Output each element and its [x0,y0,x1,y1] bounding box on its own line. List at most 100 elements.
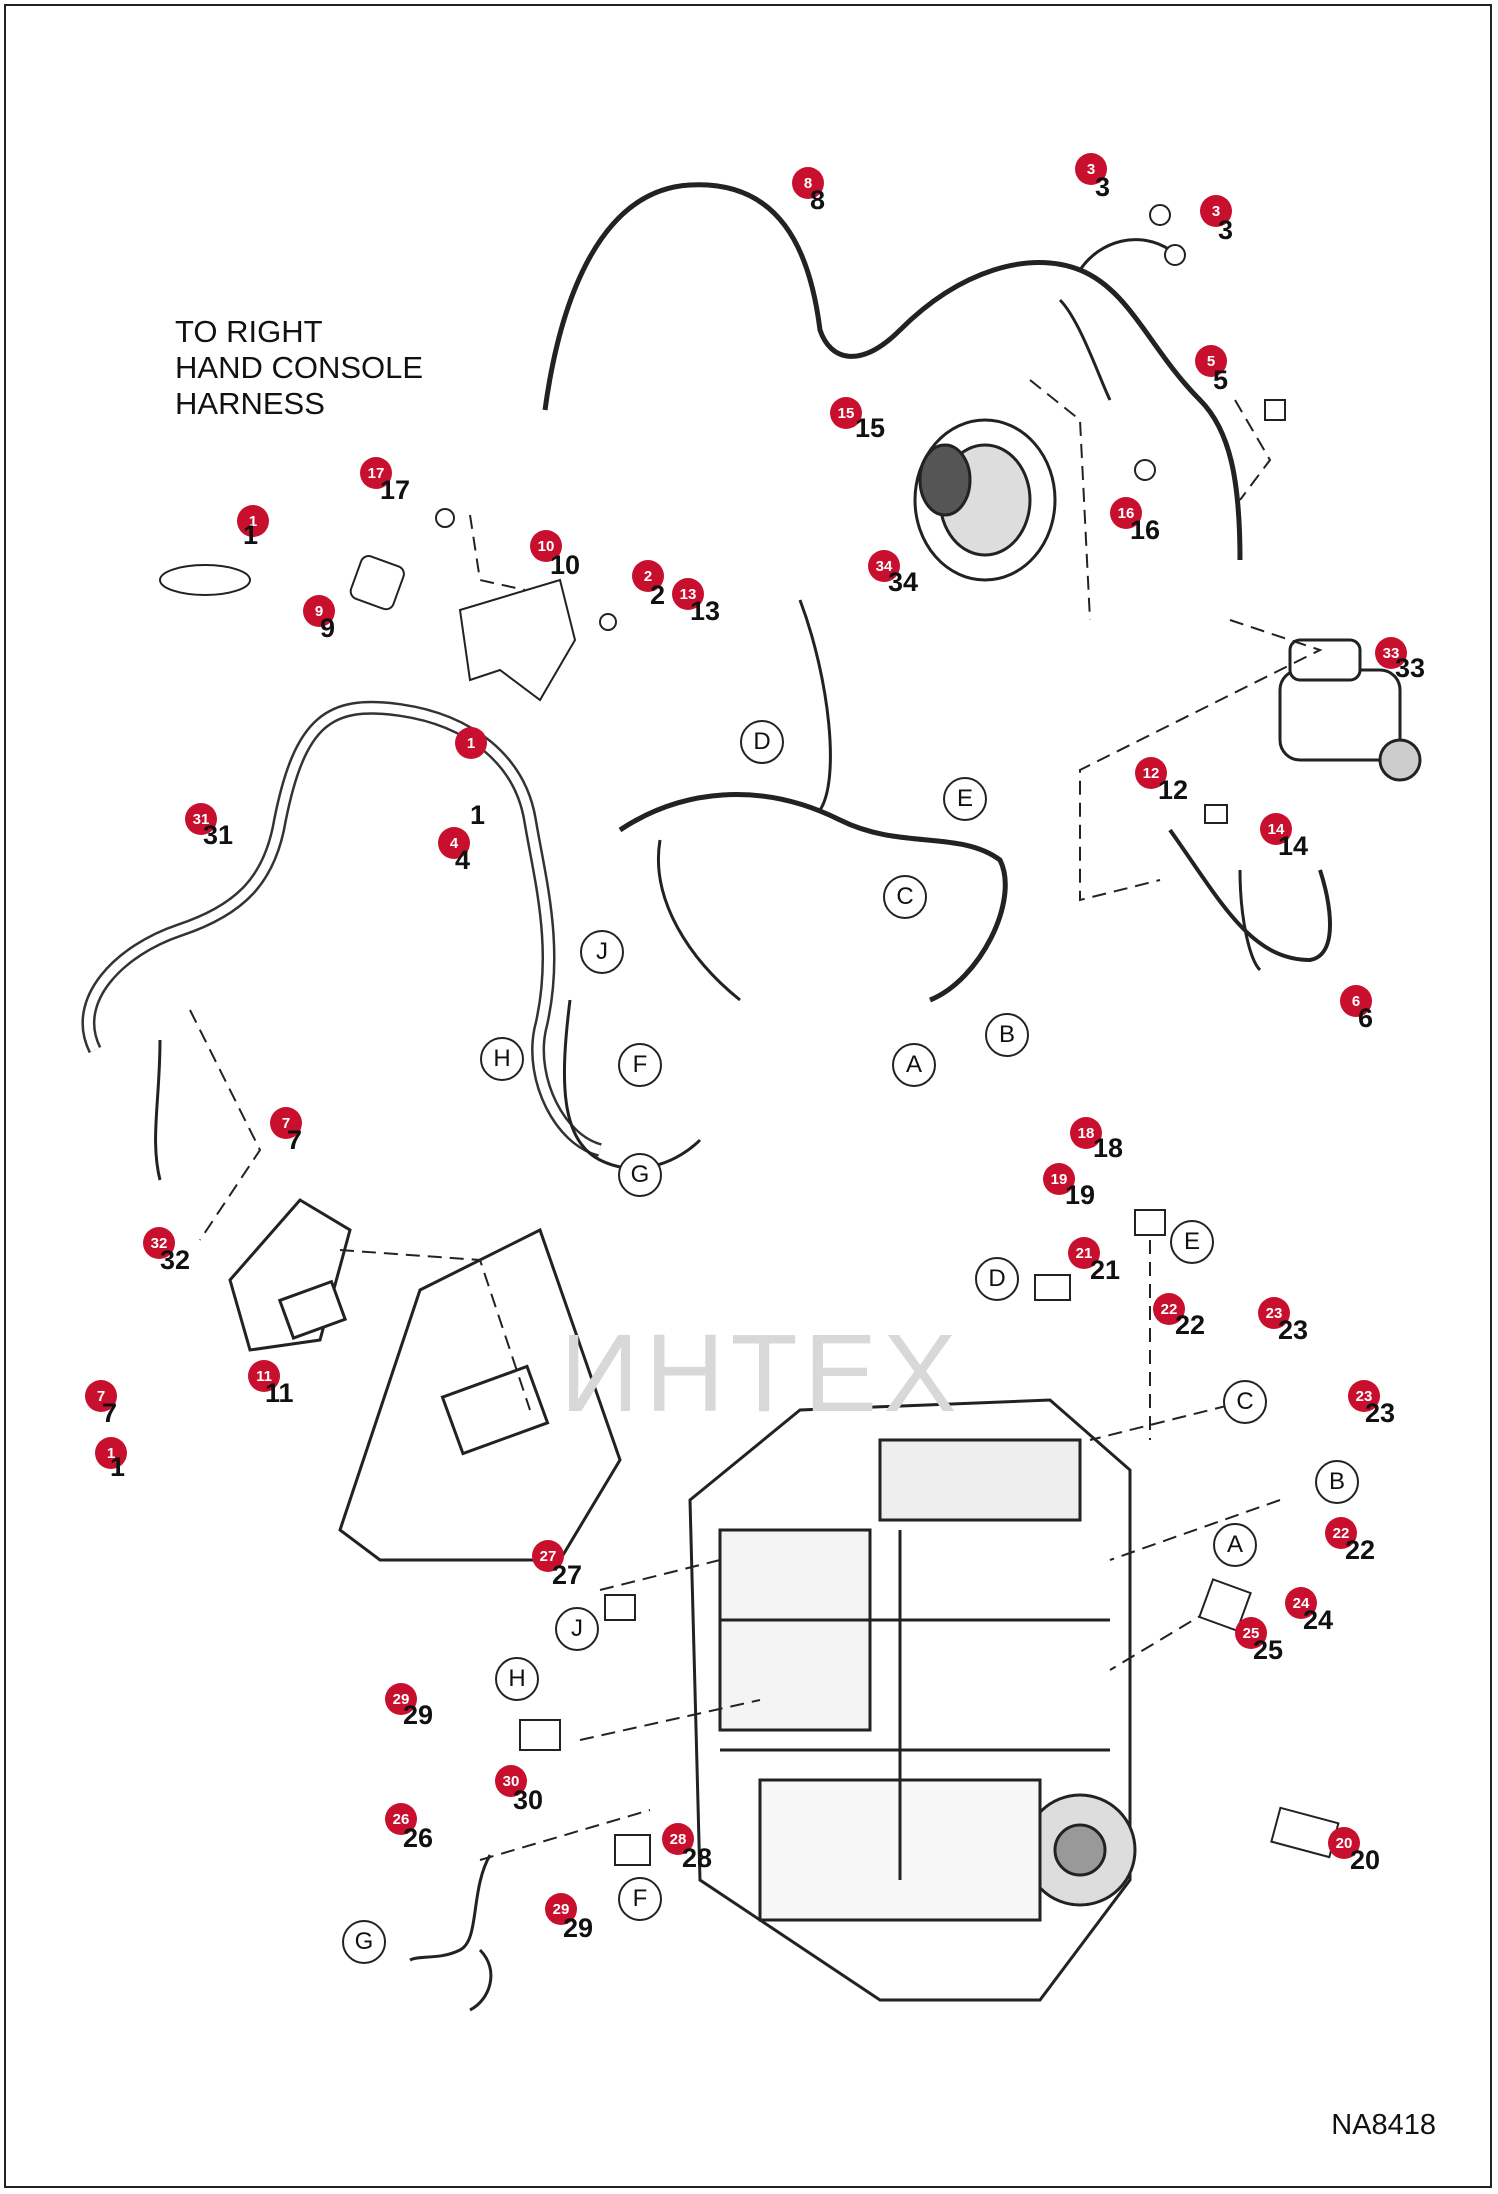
part-number-22b: 22 [1345,1535,1376,1565]
callout-27[interactable]: 27 [532,1540,564,1572]
callout-9[interactable]: 9 [303,595,335,627]
connector-a-harness[interactable]: A [892,1043,936,1087]
callout-26[interactable]: 26 [385,1803,417,1835]
connector-h-harness[interactable]: H [480,1037,524,1081]
callout-15[interactable]: 15 [830,397,862,429]
sensor-20 [1270,1806,1340,1859]
sensor-21 [1034,1274,1071,1301]
callout-20[interactable]: 20 [1328,1827,1360,1859]
callout-7a[interactable]: 7 [270,1107,302,1139]
connector-d-engine[interactable]: D [975,1257,1019,1301]
callout-29b[interactable]: 29 [545,1893,577,1925]
ecu-32 [228,1198,352,1352]
part-number-8: 8 [810,185,826,215]
callout-23b[interactable]: 23 [1348,1380,1380,1412]
part-number-13: 13 [690,596,721,626]
connector-b-engine[interactable]: B [1315,1460,1359,1504]
connector-c-harness[interactable]: C [883,875,927,919]
callout-3b[interactable]: 3 [1200,195,1232,227]
callout-2[interactable]: 2 [632,560,664,592]
part-number-24: 24 [1303,1605,1334,1635]
connector-c-engine[interactable]: C [1223,1380,1267,1424]
callout-22a[interactable]: 22 [1153,1293,1185,1325]
harness-8 [542,182,1243,561]
callout-10[interactable]: 10 [530,530,562,562]
connector-j-engine[interactable]: J [555,1607,599,1651]
callout-13[interactable]: 13 [672,578,704,610]
sensor-19 [1134,1209,1166,1236]
callout-18[interactable]: 18 [1070,1117,1102,1149]
callout-7b[interactable]: 7 [85,1380,117,1412]
part-number-16: 16 [1130,515,1161,545]
connector-j-harness[interactable]: J [580,930,624,974]
callout-17[interactable]: 17 [360,457,392,489]
callout-16[interactable]: 16 [1110,497,1142,529]
callout-34[interactable]: 34 [868,550,900,582]
callout-3a[interactable]: 3 [1075,153,1107,185]
part-number-19: 19 [1065,1180,1096,1210]
connector-e-harness[interactable]: E [943,777,987,821]
callout-22b[interactable]: 22 [1325,1517,1357,1549]
part-number-6: 6 [1358,1003,1374,1033]
callout-1a[interactable]: 1 [237,505,269,537]
callout-29a[interactable]: 29 [385,1683,417,1715]
part-number-15: 15 [855,413,886,443]
callout-11[interactable]: 11 [248,1360,280,1392]
part-number-1b: 1 [470,800,486,830]
connector-g-harness[interactable]: G [618,1153,662,1197]
part-number-29b: 29 [563,1913,594,1943]
connector-e-engine[interactable]: E [1170,1220,1214,1264]
part-number-2: 2 [650,580,666,610]
callout-32[interactable]: 32 [143,1227,175,1259]
callout-33[interactable]: 33 [1375,637,1407,669]
plate-10 [458,578,577,702]
sensor-27 [604,1594,636,1621]
bolt-12 [1204,804,1228,824]
clip-5 [1264,399,1286,421]
part-number-27: 27 [552,1560,583,1590]
part-number-23b: 23 [1365,1398,1396,1428]
connector-g-engine[interactable]: G [342,1920,386,1964]
caption-line-3: HARNESS [175,386,325,421]
callout-5[interactable]: 5 [1195,345,1227,377]
battery-cable-6 [1168,828,1332,963]
caption-line-2: HAND CONSOLE [175,350,424,385]
connector-f-harness[interactable]: F [618,1043,662,1087]
drawing-frame [4,4,1492,2188]
connector-a-engine[interactable]: A [1213,1523,1257,1567]
callout-4[interactable]: 4 [438,827,470,859]
connector-f-engine[interactable]: F [618,1877,662,1921]
callout-30[interactable]: 30 [495,1765,527,1797]
part-number-28: 28 [682,1843,713,1873]
connector-h-engine[interactable]: H [495,1657,539,1701]
callout-12[interactable]: 12 [1135,757,1167,789]
part-number-9: 9 [320,613,336,643]
connector-d-harness[interactable]: D [740,720,784,764]
callout-31[interactable]: 31 [185,803,217,835]
callout-28[interactable]: 28 [662,1823,694,1855]
callout-23a[interactable]: 23 [1258,1297,1290,1329]
tie-strap-1 [159,564,251,596]
engine-harness [618,792,1008,1003]
connector-b-harness[interactable]: B [985,1013,1029,1057]
part-number-20: 20 [1350,1845,1381,1875]
part-number-17: 17 [380,475,411,505]
callout-8[interactable]: 8 [792,167,824,199]
part-number-1c: 1 [110,1452,126,1482]
callout-21[interactable]: 21 [1068,1237,1100,1269]
callout-14[interactable]: 14 [1260,813,1292,845]
part-number-7a: 7 [287,1125,303,1155]
part-number-21: 21 [1090,1255,1121,1285]
callout-25[interactable]: 25 [1235,1617,1267,1649]
nut-3b [1164,244,1186,266]
callout-6[interactable]: 6 [1340,985,1372,1017]
callout-1c[interactable]: 1 [95,1437,127,1469]
part-number-26: 26 [403,1823,434,1853]
part-number-14: 14 [1278,831,1309,861]
part-number-34: 34 [888,567,919,597]
callout-19[interactable]: 19 [1043,1163,1075,1195]
watermark: ИНТЕХ [560,1312,963,1435]
callout-24[interactable]: 24 [1285,1587,1317,1619]
callout-1b[interactable]: 1 [455,727,487,759]
part-number-23a: 23 [1278,1315,1309,1345]
